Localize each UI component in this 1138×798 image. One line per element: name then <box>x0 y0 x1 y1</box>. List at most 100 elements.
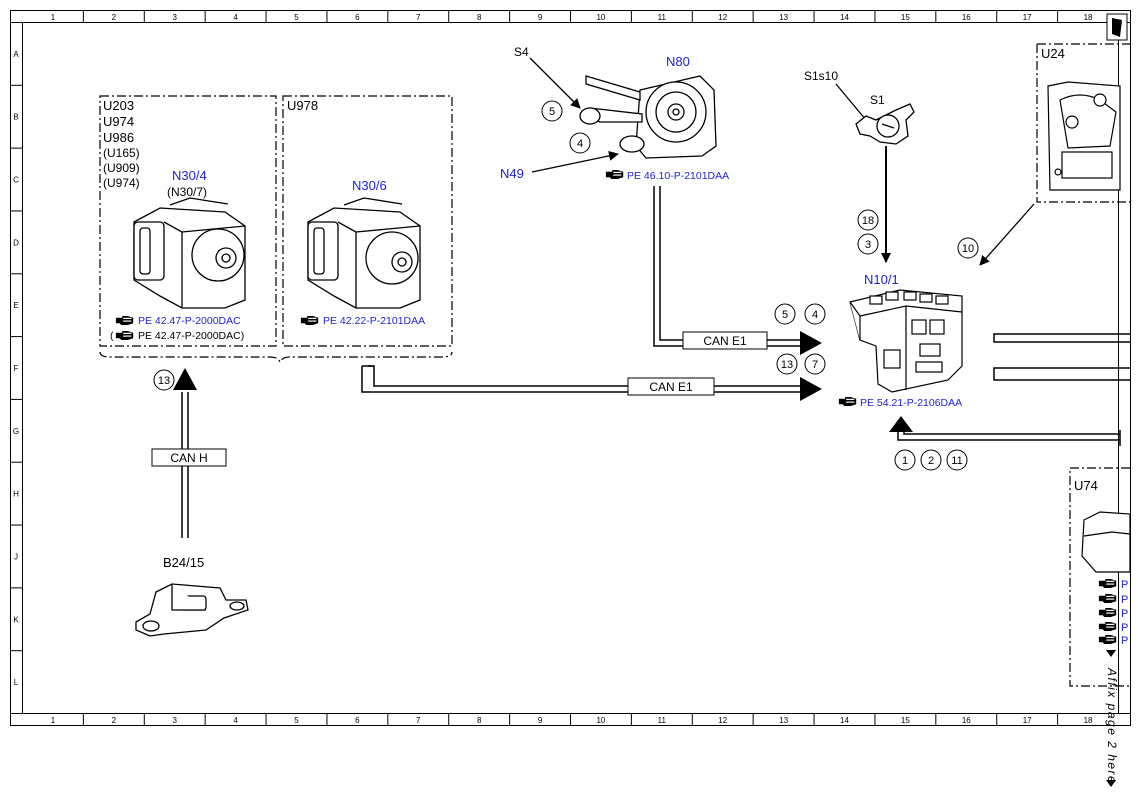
n10-1-ref: PE 54.21-P-2106DAA <box>860 397 962 409</box>
sam-module-icon <box>849 289 963 393</box>
grid-col-top-3: 3 <box>172 13 177 22</box>
grid-col-top-16: 16 <box>962 13 971 22</box>
grid-col-bottom-6: 6 <box>355 716 360 725</box>
grid-row-J: J <box>14 552 18 561</box>
n80-component: N80 S4 N49 PE 46.10-P-2101DAA <box>500 45 729 182</box>
callout-upper-4: 4 <box>804 303 826 325</box>
svg-text:4: 4 <box>577 138 583 150</box>
u203-label: U203 <box>103 98 134 113</box>
u203-group: U203 U974 U986 (U165) (U909) (U974) <box>99 95 277 347</box>
u74-ref-1: P <box>1121 579 1128 591</box>
grid-col-top-13: 13 <box>779 13 788 22</box>
grid-row-L: L <box>14 678 19 687</box>
callout-bottom-1: 1 <box>894 449 916 471</box>
callout-3: 3 <box>857 233 879 255</box>
abs-unit-icon-1 <box>133 197 246 309</box>
u24-module-icon <box>1047 81 1121 191</box>
ref-icon-n30-4b <box>115 330 134 341</box>
group-bracket <box>99 351 453 364</box>
u74-ref-3: P <box>1121 608 1128 620</box>
grid-col-top-17: 17 <box>1023 13 1032 22</box>
grid-col-bottom-8: 8 <box>477 716 482 725</box>
u978-group: U978 <box>282 95 453 347</box>
affix-note-text: Affix page 2 here <box>1105 667 1119 784</box>
ref-icon-n30-6 <box>300 315 319 326</box>
can-e1-upper-label: CAN E1 <box>703 334 747 348</box>
yaw-sensor-icon <box>135 583 249 637</box>
s4-label: S4 <box>514 45 529 59</box>
n30-7-label: (N30/7) <box>167 185 207 199</box>
callout-bottom-2: 2 <box>920 449 942 471</box>
grid-col-bottom-16: 16 <box>962 716 971 725</box>
n80-label: N80 <box>666 54 690 69</box>
n80-ref: PE 46.10-P-2101DAA <box>627 170 729 182</box>
grid-col-top-10: 10 <box>596 13 605 22</box>
grid-col-bottom-17: 17 <box>1023 716 1032 725</box>
svg-text:7: 7 <box>812 359 818 371</box>
grid-col-bottom-2: 2 <box>112 716 117 725</box>
can-e1-lower-label: CAN E1 <box>649 380 693 394</box>
grid-col-bottom-14: 14 <box>840 716 849 725</box>
svg-text:10: 10 <box>962 243 974 255</box>
grid-col-top-12: 12 <box>718 13 727 22</box>
svg-text:4: 4 <box>812 309 818 321</box>
grid-col-top-6: 6 <box>355 13 360 22</box>
grid-row-A: A <box>13 50 19 59</box>
grid-col-top-9: 9 <box>538 13 543 22</box>
affix-note: Affix page 2 here <box>1105 667 1119 787</box>
steering-module-icon <box>579 75 717 159</box>
ignition-switch-icon <box>855 103 915 145</box>
grid-col-bottom-5: 5 <box>294 716 299 725</box>
callout-lower-7: 7 <box>804 353 826 375</box>
n30-4-component: N30/4 (N30/7) PE 42.47-P-2000DAC ( PE 42… <box>110 168 246 342</box>
abs-unit-icon-2 <box>307 197 421 309</box>
grid-col-bottom-4: 4 <box>233 716 238 725</box>
grid-col-top-2: 2 <box>112 13 117 22</box>
u24-group: U24 <box>979 43 1130 266</box>
grid-col-top-14: 14 <box>840 13 849 22</box>
svg-text:5: 5 <box>549 106 555 118</box>
bottom-bus-to-n10-1 <box>889 416 1121 446</box>
svg-text:13: 13 <box>781 359 793 371</box>
grid-row-H: H <box>13 490 19 499</box>
ref-icon-u74-5 <box>1098 634 1117 645</box>
ref-icon-u74-1 <box>1098 578 1117 589</box>
n30-4-ref2-open: ( <box>110 330 114 342</box>
b24-15-component: B24/15 <box>135 555 249 637</box>
svg-text:13: 13 <box>158 375 170 387</box>
grid-col-bottom-3: 3 <box>172 716 177 725</box>
can-h-label: CAN H <box>170 451 207 465</box>
grid-col-bottom-11: 11 <box>658 716 667 725</box>
u978-label: U978 <box>287 98 318 113</box>
s1s10-label: S1s10 <box>804 69 838 83</box>
grid-col-top-1: 1 <box>51 13 56 22</box>
grid-col-top-8: 8 <box>477 13 482 22</box>
grid-row-G: G <box>13 427 19 436</box>
ref-icon-n30-4a <box>115 315 134 326</box>
u74-ref-4: P <box>1121 622 1128 634</box>
grid-col-bottom-7: 7 <box>416 716 421 725</box>
right-stub-buses <box>993 333 1130 381</box>
s1-component: S1s10 S1 <box>804 69 915 263</box>
grid-col-bottom-15: 15 <box>901 716 910 725</box>
grid-row-C: C <box>13 176 19 185</box>
grid-col-top-5: 5 <box>294 13 299 22</box>
svg-text:2: 2 <box>928 455 934 467</box>
grid-col-bottom-18: 18 <box>1084 716 1093 725</box>
grid-col-top-18: 18 <box>1084 13 1093 22</box>
u74-module-icon <box>1081 511 1131 573</box>
can-h-bus: CAN H <box>151 368 227 538</box>
n30-6-component: N30/6 PE 42.22-P-2101DAA <box>300 178 425 327</box>
ref-icon-u74-2 <box>1098 593 1117 604</box>
b24-15-label: B24/15 <box>163 555 204 570</box>
n49-label: N49 <box>500 166 524 181</box>
u74-ref-2: P <box>1121 594 1128 606</box>
grid-col-top-4: 4 <box>233 13 238 22</box>
triangle-marker-icon <box>1106 650 1116 657</box>
u909-label: (U909) <box>103 161 140 175</box>
callout-lower-13: 13 <box>776 353 798 375</box>
grid-col-bottom-1: 1 <box>51 716 56 725</box>
grid-row-E: E <box>13 301 18 310</box>
u74-label: U74 <box>1074 478 1098 493</box>
